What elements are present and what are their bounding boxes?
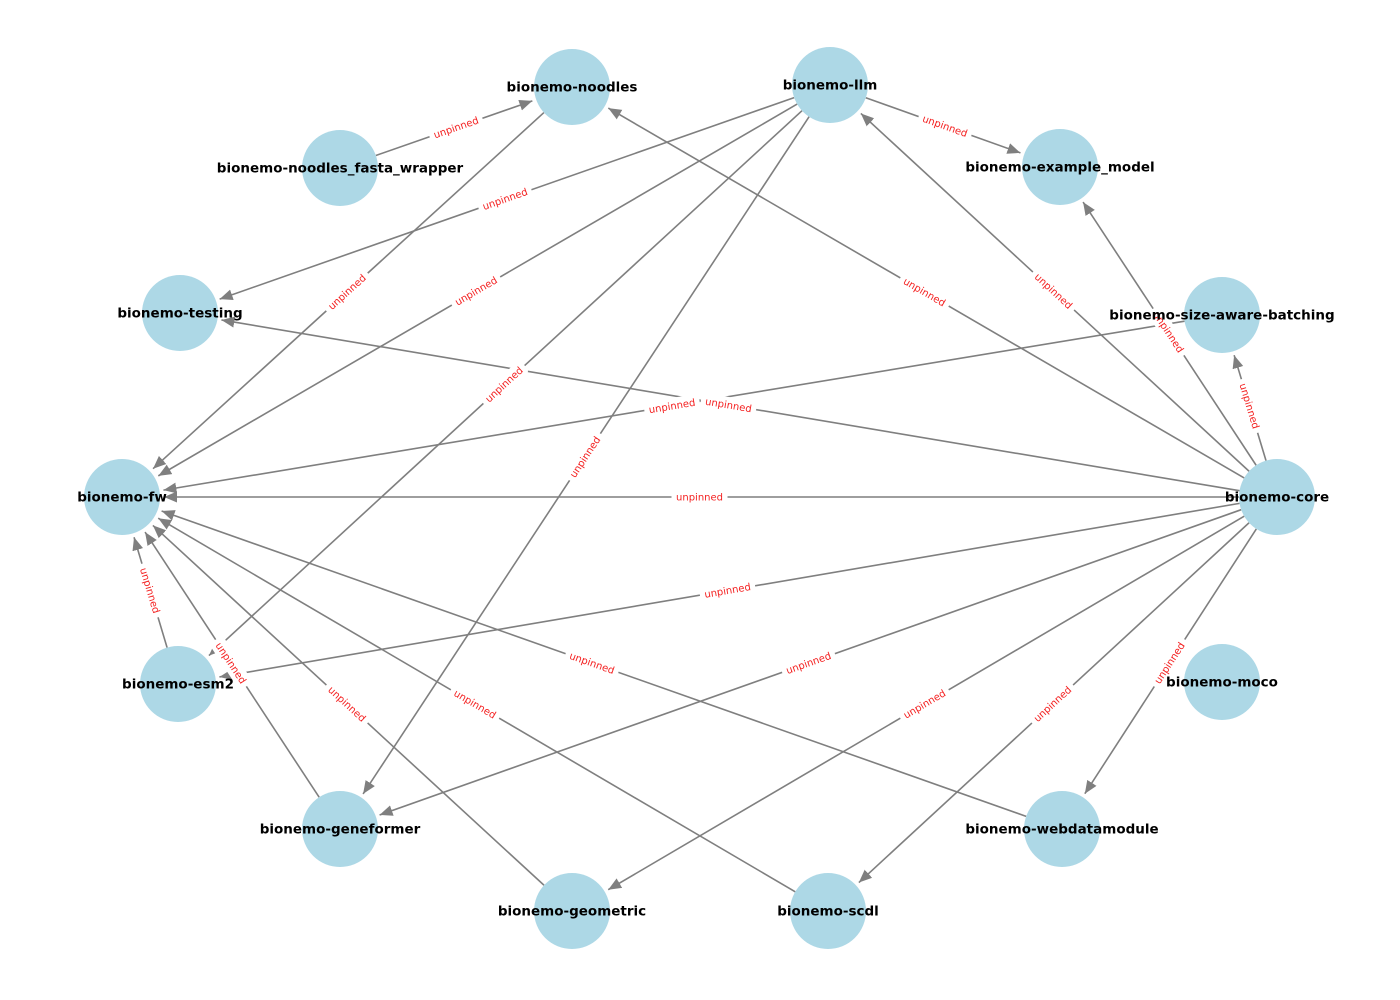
edge-label-layer: unpinnedunpinnedunpinnedunpinnedunpinned… xyxy=(135,110,1265,727)
graph-node-bionemo-core xyxy=(1239,459,1315,535)
graph-node-bionemo-fw xyxy=(84,459,160,535)
edge-label-bionemo-core->bionemo-llm: unpinned xyxy=(1029,268,1078,314)
graph-node-bionemo-testing xyxy=(142,275,218,351)
edge-label-bionemo-core->bionemo-noodles: unpinned xyxy=(898,272,951,312)
edge-label-bionemo-size-aware-batching->bionemo-fw: unpinned xyxy=(643,394,701,418)
edge-label-bionemo-core->bionemo-scdl: unpinned xyxy=(1028,681,1077,727)
graph-node-bionemo-noodles xyxy=(534,49,610,125)
edge-label-text: unpinned xyxy=(484,365,526,405)
edge-label-text: unpinned xyxy=(327,273,369,313)
edge-label-bionemo-llm->bionemo-geneformer: unpinned xyxy=(564,431,606,483)
edge-label-bionemo-core->bionemo-size-aware-batching: unpinned xyxy=(1234,378,1265,434)
node-label-bionemo-geneformer: bionemo-geneformer xyxy=(260,822,421,838)
graph-node-bionemo-geometric xyxy=(534,873,610,949)
graph-node-bionemo-scdl xyxy=(790,873,866,949)
node-label-bionemo-llm: bionemo-llm xyxy=(783,78,878,94)
graph-node-bionemo-geneformer xyxy=(302,791,378,867)
node-label-bionemo-noodles_fasta_wrapper: bionemo-noodles_fasta_wrapper xyxy=(217,161,464,177)
node-label-bionemo-fw: bionemo-fw xyxy=(77,490,167,506)
node-label-bionemo-size-aware-batching: bionemo-size-aware-batching xyxy=(1109,308,1334,324)
edge-label-bionemo-webdatamodule->bionemo-fw: unpinned xyxy=(564,647,620,679)
node-label-bionemo-scdl: bionemo-scdl xyxy=(777,904,879,920)
edge-label-bionemo-noodles_fasta_wrapper->bionemo-noodles: unpinned xyxy=(428,112,484,143)
edge-label-text: unpinned xyxy=(676,493,723,504)
edge-label-bionemo-core->bionemo-esm2: unpinned xyxy=(699,578,756,603)
edge-label-bionemo-esm2->bionemo-fw: unpinned xyxy=(135,562,165,619)
node-label-bionemo-testing: bionemo-testing xyxy=(117,306,242,322)
edge-label-text: unpinned xyxy=(1032,272,1074,312)
edge-label-bionemo-llm->bionemo-example_model: unpinned xyxy=(917,110,973,142)
edge-label-bionemo-core->bionemo-fw: unpinned xyxy=(671,489,728,505)
graph-node-bionemo-webdatamodule xyxy=(1024,791,1100,867)
graph-node-bionemo-example_model xyxy=(1022,129,1098,205)
graph-node-bionemo-esm2 xyxy=(140,646,216,722)
edge-label-bionemo-core->bionemo-testing: unpinned xyxy=(700,393,757,417)
edge-label-bionemo-llm->bionemo-fw: unpinned xyxy=(449,271,503,311)
graph-node-bionemo-llm xyxy=(792,47,868,123)
graph-node-bionemo-moco xyxy=(1184,644,1260,720)
graph-node-bionemo-noodles_fasta_wrapper xyxy=(302,130,378,206)
node-label-bionemo-geometric: bionemo-geometric xyxy=(498,904,646,920)
graph-node-bionemo-size-aware-batching xyxy=(1184,277,1260,353)
edge-label-text: unpinned xyxy=(1032,685,1074,725)
edge-label-bionemo-llm->bionemo-testing: unpinned xyxy=(477,183,533,215)
edge-label-bionemo-core->bionemo-geneformer: unpinned xyxy=(780,647,837,679)
node-label-bionemo-esm2: bionemo-esm2 xyxy=(122,677,234,693)
node-layer xyxy=(84,47,1315,949)
edge-label-bionemo-scdl->bionemo-fw: unpinned xyxy=(448,684,502,724)
node-label-bionemo-moco: bionemo-moco xyxy=(1166,675,1278,691)
node-label-bionemo-core: bionemo-core xyxy=(1225,490,1329,506)
edge-label-text: unpinned xyxy=(325,685,367,725)
node-label-layer: bionemo-noodles bionemo-llm bionemo-noodle… xyxy=(77,78,1335,920)
node-label-bionemo-noodles: bionemo-noodles xyxy=(507,80,638,96)
node-label-bionemo-webdatamodule: bionemo-webdatamodule xyxy=(965,822,1158,838)
edge-label-bionemo-geometric->bionemo-fw: unpinned xyxy=(323,681,371,727)
edge-label-bionemo-noodles->bionemo-fw: unpinned xyxy=(322,269,372,315)
node-label-bionemo-example_model: bionemo-example_model xyxy=(965,160,1154,176)
edge-label-bionemo-core->bionemo-geometric: unpinned xyxy=(898,684,951,724)
